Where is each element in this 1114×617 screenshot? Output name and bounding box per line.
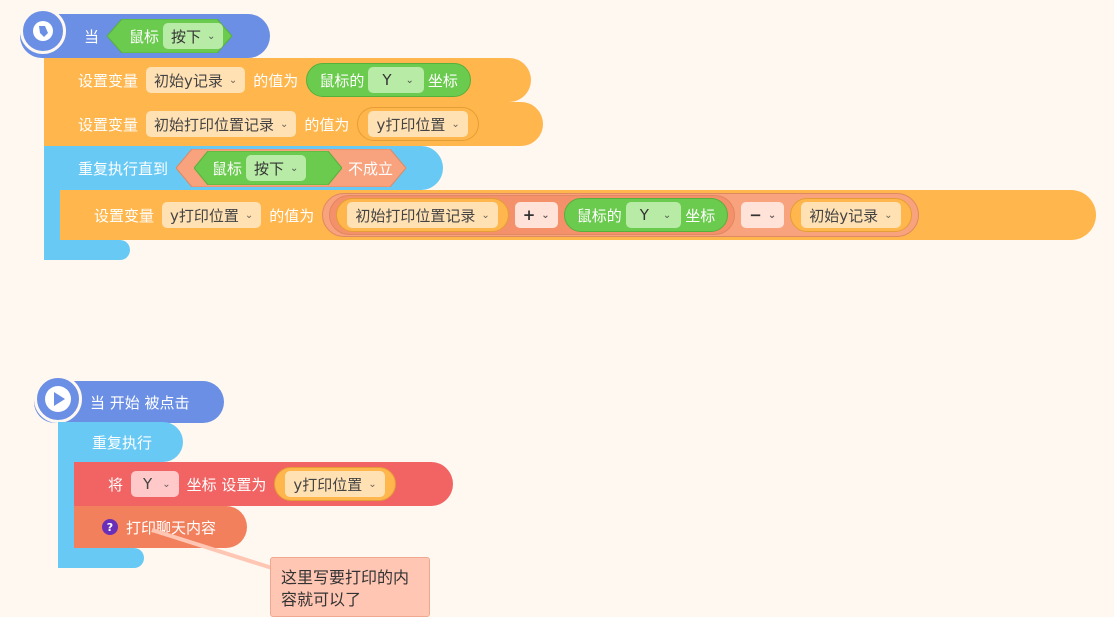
- reporter-dropdown-value: y打印位置: [293, 475, 363, 494]
- print-chat-block[interactable]: ? 打印聊天内容: [74, 506, 247, 548]
- plus-dropdown[interactable]: +⌄: [514, 202, 558, 228]
- set-prefix-label: 将: [108, 475, 124, 494]
- set-variable-block-2[interactable]: 设置变量 初始打印位置记录 ⌄ 的值为 y打印位置 ⌄: [44, 102, 543, 146]
- set-variable-block-3[interactable]: 设置变量 y打印位置⌄ 的值为 初始打印位置记录⌄ +⌄ 鼠标的 Y⌄ 坐标 −…: [60, 190, 1096, 240]
- reporter-dropdown[interactable]: 初始打印位置记录 ⌄: [347, 202, 498, 228]
- repeat-until-header: 重复执行直到 鼠标 按下 ⌄ 不成立: [44, 146, 410, 190]
- axis-dropdown-value: Y: [639, 206, 649, 224]
- axis-dropdown-value: Y: [143, 475, 153, 493]
- value-of-label: 的值为: [304, 115, 350, 134]
- forever-label: 重复执行: [92, 433, 153, 452]
- mouse-hat-icon: [20, 8, 66, 54]
- reporter-dropdown-value: 初始y记录: [809, 206, 879, 225]
- variable-dropdown-value: 初始y记录: [154, 71, 223, 90]
- plus-dropdown-value: +: [522, 206, 536, 224]
- chevron-down-icon: ⌄: [662, 209, 672, 221]
- chevron-down-icon: ⌄: [162, 478, 171, 490]
- minus-dropdown-value: −: [749, 206, 762, 224]
- reporter-dropdown-value: y打印位置: [376, 115, 446, 134]
- mouse-press-hat-block[interactable]: 当 鼠标 按下 ⌄: [20, 14, 270, 58]
- when-label: 当: [84, 27, 100, 46]
- axis-dropdown-value: Y: [382, 71, 392, 89]
- chevron-down-icon: ⌄: [368, 478, 377, 490]
- variable-dropdown[interactable]: 初始打印位置记录 ⌄: [146, 111, 297, 137]
- comment-connector: [151, 528, 273, 570]
- axis-dropdown[interactable]: Y⌄: [131, 471, 179, 497]
- chevron-down-icon: ⌄: [481, 209, 490, 221]
- mouse-label: 鼠标: [129, 27, 160, 46]
- mouse-press-condition[interactable]: 鼠标 按下 ⌄: [107, 19, 249, 53]
- mouse-of-label: 鼠标的: [576, 206, 622, 225]
- mouse-coord-reporter[interactable]: 鼠标的 Y⌄ 坐标: [563, 198, 729, 232]
- reporter-dropdown[interactable]: y打印位置 ⌄: [368, 111, 468, 137]
- chevron-down-icon: ⌄: [541, 209, 550, 221]
- value-of-label: 的值为: [253, 71, 299, 90]
- chevron-down-icon: ⌄: [290, 162, 299, 174]
- repeat-until-arm: [44, 190, 62, 242]
- mouse-icon: [33, 21, 53, 41]
- reporter-dropdown-value: 初始打印位置记录: [355, 206, 476, 225]
- coord-label: 坐标: [685, 206, 716, 225]
- help-icon[interactable]: ?: [102, 519, 118, 535]
- chevron-down-icon: ⌄: [405, 74, 414, 86]
- start-clicked-label: 当 开始 被点击: [90, 393, 190, 412]
- press-dropdown-value: 按下: [171, 27, 202, 46]
- chevron-down-icon: ⌄: [767, 209, 777, 221]
- start-hat-icon: [34, 375, 82, 423]
- press-dropdown[interactable]: 按下 ⌄: [246, 155, 307, 181]
- set-variable-label: 设置变量: [94, 206, 155, 225]
- variable-reporter[interactable]: 初始打印位置记录 ⌄: [336, 198, 509, 232]
- not-condition[interactable]: 鼠标 按下 ⌄ 不成立: [176, 149, 407, 187]
- chevron-down-icon: ⌄: [280, 118, 289, 130]
- variable-reporter[interactable]: y打印位置 ⌄: [274, 467, 396, 501]
- plus-operator[interactable]: 初始打印位置记录⌄ +⌄ 鼠标的 Y⌄ 坐标: [329, 195, 736, 235]
- forever-bottom: [58, 548, 144, 568]
- repeat-until-label: 重复执行直到: [78, 159, 169, 178]
- chevron-down-icon: ⌄: [244, 209, 254, 221]
- chevron-down-icon: ⌄: [228, 74, 238, 86]
- repeat-until-bottom: [44, 240, 130, 260]
- chevron-down-icon: ⌄: [884, 209, 893, 221]
- mouse-label: 鼠标: [212, 159, 243, 178]
- forever-arm: [58, 462, 76, 552]
- axis-dropdown[interactable]: Y⌄: [368, 67, 424, 93]
- comment-note[interactable]: 这里写要打印的内容就可以了: [270, 557, 430, 617]
- not-label: 不成立: [348, 159, 394, 178]
- minus-dropdown[interactable]: −⌄: [741, 202, 785, 228]
- mouse-coord-reporter[interactable]: 鼠标的 Y⌄ 坐标: [306, 63, 471, 97]
- variable-reporter[interactable]: 初始y记录 ⌄: [790, 198, 912, 232]
- set-variable-label: 设置变量: [78, 115, 139, 134]
- print-chat-label: 打印聊天内容: [126, 518, 217, 537]
- chevron-down-icon: ⌄: [207, 30, 216, 42]
- axis-dropdown[interactable]: Y⌄: [625, 202, 682, 228]
- forever-block[interactable]: 重复执行: [58, 422, 183, 462]
- set-variable-block-1[interactable]: 设置变量 初始y记录⌄ 的值为 鼠标的 Y⌄ 坐标: [44, 58, 531, 102]
- value-of-label: 的值为: [269, 206, 315, 225]
- variable-dropdown-value: 初始打印位置记录: [154, 115, 275, 134]
- minus-operator[interactable]: 初始打印位置记录⌄ +⌄ 鼠标的 Y⌄ 坐标 −⌄ 初始y记录⌄: [322, 193, 919, 237]
- coord-label: 坐标: [427, 71, 458, 90]
- play-icon: [45, 386, 71, 412]
- chevron-down-icon: ⌄: [451, 118, 460, 130]
- variable-dropdown[interactable]: 初始y记录 ⌄: [146, 67, 246, 93]
- reporter-dropdown[interactable]: y打印位置 ⌄: [285, 471, 385, 497]
- set-coordinate-block[interactable]: 将 Y⌄ 坐标 设置为 y打印位置⌄: [74, 462, 453, 506]
- set-variable-label: 设置变量: [78, 71, 139, 90]
- variable-dropdown-value: y打印位置: [170, 206, 239, 225]
- press-dropdown-value: 按下: [254, 159, 285, 178]
- variable-reporter[interactable]: y打印位置 ⌄: [357, 107, 479, 141]
- reporter-dropdown[interactable]: 初始y记录 ⌄: [801, 202, 901, 228]
- press-dropdown[interactable]: 按下 ⌄: [163, 23, 224, 49]
- variable-dropdown[interactable]: y打印位置 ⌄: [162, 202, 262, 228]
- coord-set-label: 坐标 设置为: [186, 475, 267, 494]
- mouse-of-label: 鼠标的: [319, 71, 365, 90]
- comment-text: 这里写要打印的内容就可以了: [281, 568, 410, 609]
